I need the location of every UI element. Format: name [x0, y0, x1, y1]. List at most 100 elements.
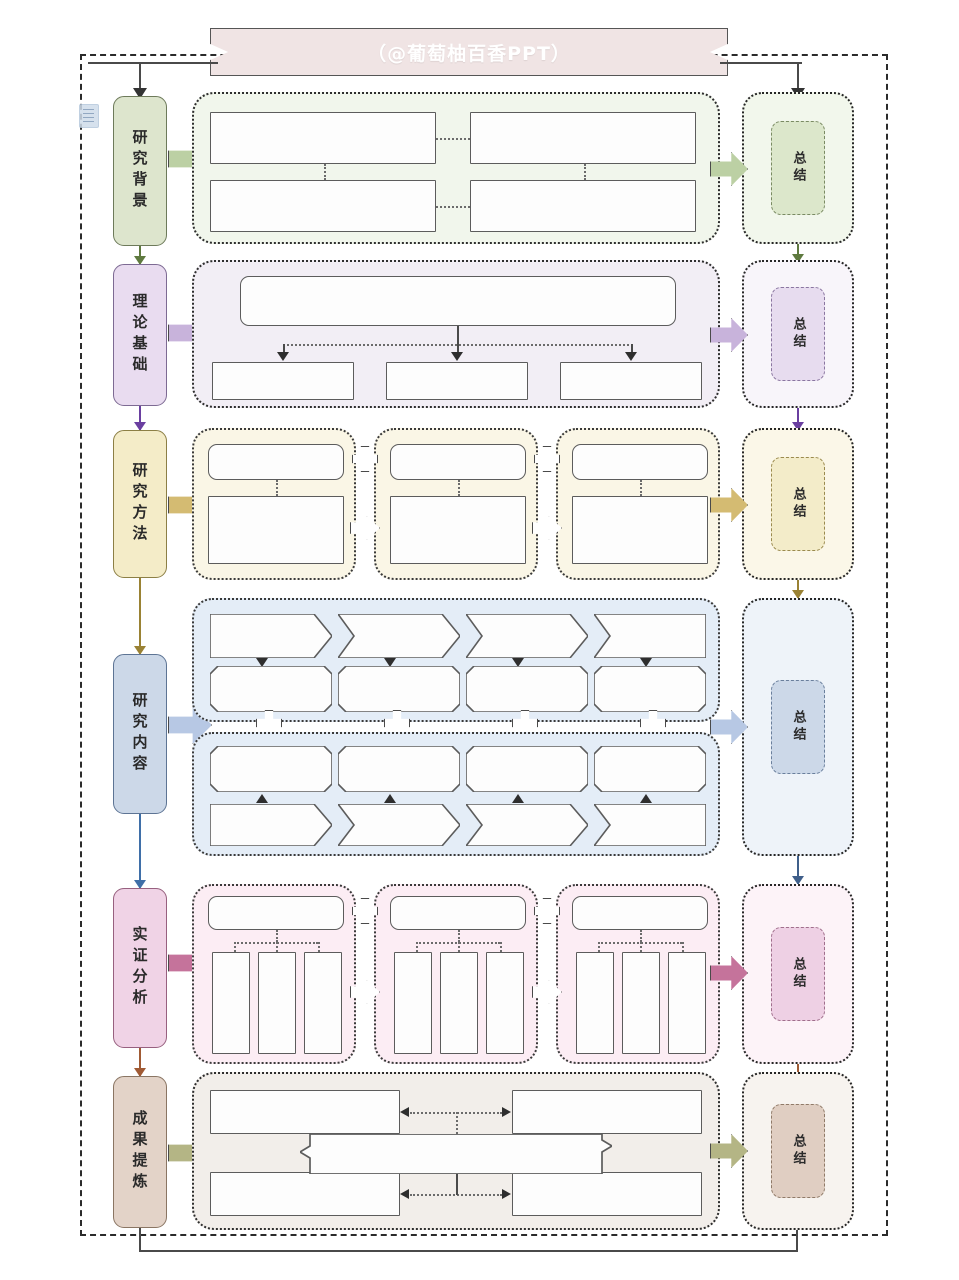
summary-empirical-panel: 总结	[742, 884, 854, 1064]
empirical-column-2-2[interactable]	[440, 952, 478, 1054]
triangle-down-icon-1	[256, 658, 268, 667]
theory-child-box-3[interactable]	[560, 362, 702, 400]
triangle-down-icon-4	[640, 658, 652, 667]
stage-empirical[interactable]: 实证分析	[113, 888, 167, 1048]
stage-link-empirical-outcome	[134, 1048, 146, 1077]
content-chevron-top-3[interactable]	[466, 614, 588, 658]
background-dotted-v-right	[584, 164, 586, 180]
theory-child-box-2[interactable]	[386, 362, 528, 400]
content-angled-top-1[interactable]	[210, 666, 332, 712]
banner-drop-right	[797, 62, 799, 96]
theory-header-box[interactable]	[240, 276, 676, 326]
theory-child-box-1[interactable]	[212, 362, 354, 400]
method-top-box-1[interactable]	[208, 444, 344, 480]
method-top-box-2[interactable]	[390, 444, 526, 480]
method-top-box-3[interactable]	[572, 444, 708, 480]
empirical-column-1-1[interactable]	[212, 952, 250, 1054]
method-bottom-box-2[interactable]	[390, 496, 526, 564]
title-banner: （@葡萄柚百香PPT）	[210, 28, 728, 76]
method-bottom-box-1[interactable]	[208, 496, 344, 564]
method-subpanel-3	[556, 428, 720, 580]
empirical-column-3-3[interactable]	[668, 952, 706, 1054]
content-chevron-bottom-2[interactable]	[338, 804, 460, 846]
empirical-header-3[interactable]	[572, 896, 708, 930]
summary-theory-box[interactable]: 总结	[771, 287, 825, 381]
banner-arrowhead-left	[133, 88, 147, 99]
summary-background-label: 总结	[790, 151, 806, 185]
content-angled-bottom-4[interactable]	[594, 746, 706, 792]
content-chevron-top-2[interactable]	[338, 614, 460, 658]
background-panel	[192, 92, 720, 244]
summary-content-box[interactable]: 总结	[771, 680, 825, 774]
method-bottom-box-3[interactable]	[572, 496, 708, 564]
method-panel	[192, 428, 720, 580]
stage-link-method-content	[134, 578, 146, 655]
empirical-column-3-2[interactable]	[622, 952, 660, 1054]
method-dotted-link-3	[640, 480, 642, 496]
content-angled-top-2[interactable]	[338, 666, 460, 712]
summary-link-1	[792, 244, 804, 263]
background-box-1[interactable]	[210, 112, 436, 164]
document-icon	[79, 104, 99, 128]
empirical-column-3-1[interactable]	[576, 952, 614, 1054]
summary-method-box[interactable]: 总结	[771, 457, 825, 551]
empirical-header-2[interactable]	[390, 896, 526, 930]
stage-outcome[interactable]: 成果提炼	[113, 1076, 167, 1228]
empirical-column-2-1[interactable]	[394, 952, 432, 1054]
method-dotted-link-2	[458, 480, 460, 496]
outcome-bottom-box-1[interactable]	[210, 1172, 400, 1216]
stage-method[interactable]: 研究方法	[113, 430, 167, 578]
background-box-3[interactable]	[210, 180, 436, 232]
banner-rail-right	[720, 62, 802, 64]
outcome-top-box-1[interactable]	[210, 1090, 400, 1134]
stage-theory[interactable]: 理论基础	[113, 264, 167, 406]
summary-outcome-box[interactable]: 总结	[771, 1104, 825, 1198]
content-chevron-top-1[interactable]	[210, 614, 332, 658]
background-box-4[interactable]	[470, 180, 696, 232]
empirical-column-1-3[interactable]	[304, 952, 342, 1054]
bottom-rail-left-drop	[139, 1228, 141, 1252]
stage-content[interactable]: 研究内容	[113, 654, 167, 814]
content-chevron-top-4[interactable]	[594, 614, 706, 658]
empirical-column-1-2[interactable]	[258, 952, 296, 1054]
empirical-drop-1-1	[234, 942, 236, 952]
empirical-stem-2	[458, 930, 460, 942]
outcome-stem-top	[456, 1112, 458, 1134]
content-band-top	[192, 598, 720, 722]
theory-drop-1	[283, 344, 285, 354]
theory-drop-2	[457, 344, 459, 354]
theory-arrowhead-3	[625, 352, 637, 361]
stage-outcome-label: 成果提炼	[130, 1110, 149, 1194]
summary-method-label: 总结	[790, 487, 806, 521]
stage-link-theory-method	[134, 406, 146, 431]
content-chevron-bottom-1[interactable]	[210, 804, 332, 846]
outcome-center-banner[interactable]	[300, 1134, 612, 1174]
summary-empirical-box[interactable]: 总结	[771, 927, 825, 1021]
summary-background-panel: 总结	[742, 92, 854, 244]
content-angled-top-3[interactable]	[466, 666, 588, 712]
summary-background-box[interactable]: 总结	[771, 121, 825, 215]
empirical-stem-1	[276, 930, 278, 942]
stage-theory-label: 理论基础	[130, 293, 149, 377]
triangle-down-icon-3	[512, 658, 524, 667]
empirical-header-1[interactable]	[208, 896, 344, 930]
outcome-bottom-box-2[interactable]	[512, 1172, 702, 1216]
summary-link-2	[792, 408, 804, 431]
content-band-bottom	[192, 732, 720, 856]
background-box-2[interactable]	[470, 112, 696, 164]
stage-content-label: 研究内容	[130, 692, 149, 776]
empirical-column-2-3[interactable]	[486, 952, 524, 1054]
outcome-top-box-2[interactable]	[512, 1090, 702, 1134]
method-subpanel-1	[192, 428, 356, 580]
content-angled-bottom-3[interactable]	[466, 746, 588, 792]
content-angled-top-4[interactable]	[594, 666, 706, 712]
content-angled-bottom-1[interactable]	[210, 746, 332, 792]
content-chevron-bottom-4[interactable]	[594, 804, 706, 846]
background-dotted-h-top	[436, 138, 470, 140]
content-angled-bottom-2[interactable]	[338, 746, 460, 792]
banner-rail-left	[88, 62, 218, 64]
content-chevron-bottom-3[interactable]	[466, 804, 588, 846]
triangle-up-icon-3	[512, 794, 524, 803]
stage-background[interactable]: 研究背景	[113, 96, 167, 246]
triangle-left-icon-2	[400, 1189, 409, 1199]
